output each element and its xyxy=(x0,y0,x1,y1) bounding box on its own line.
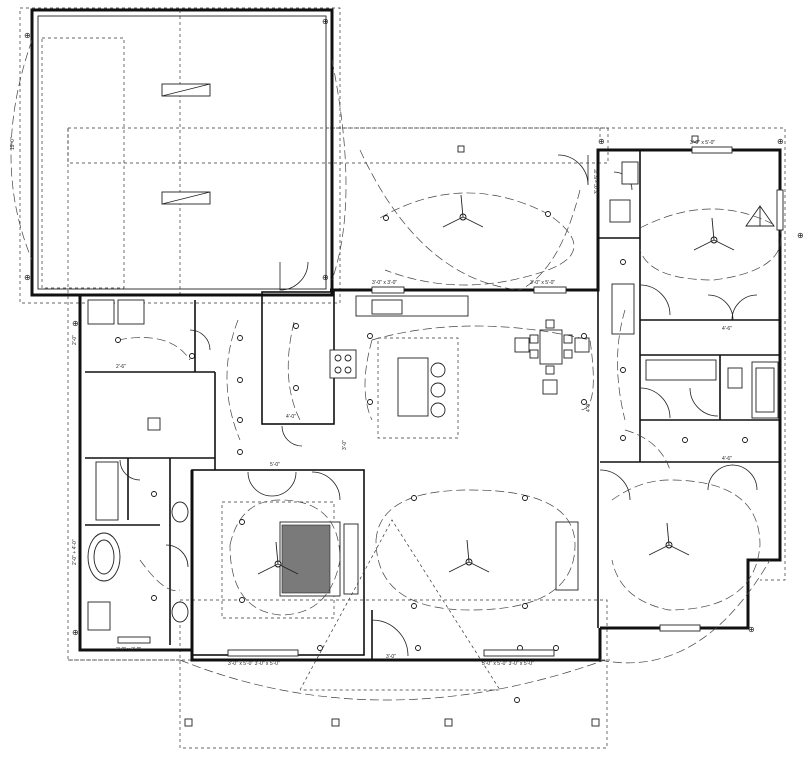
window-dimension: 3'-0" x 5'-0" 3'-0" x 5'-0" xyxy=(482,661,534,667)
range xyxy=(329,349,357,379)
linen-closet xyxy=(611,283,635,335)
svg-text:⊕: ⊕ xyxy=(322,17,329,26)
window-dimension: 3'-0" x 5'-0" xyxy=(594,169,600,194)
kitchen-sink xyxy=(371,299,403,315)
svg-text:⊕: ⊕ xyxy=(598,137,605,146)
svg-text:⊕: ⊕ xyxy=(797,231,804,240)
fan-icon xyxy=(448,539,490,573)
shower xyxy=(95,461,119,521)
pantry-dimension: 4'-0" xyxy=(286,414,296,420)
dimension-labels: 3'-0" x 3'-0" 3'-0" x 5'-0" 3'-0" x 5'-0… xyxy=(72,140,732,667)
svg-text:⊕: ⊕ xyxy=(72,628,79,637)
window-dimension: 3'-0" x 5'-0" 3'-0" x 5'-0" xyxy=(228,661,280,667)
closet-dimension: 4'-6" xyxy=(722,326,732,332)
garage-dimension: 19'-0" xyxy=(10,137,16,150)
shelf-dimension: 2'-6" xyxy=(116,364,126,370)
bar-stool xyxy=(430,402,446,418)
window-dimension: 3'-0" x 3'-0" xyxy=(116,647,141,653)
ceiling-fans xyxy=(257,194,735,575)
windows xyxy=(117,146,784,657)
fan-icon xyxy=(648,522,690,556)
sink xyxy=(171,601,189,623)
exterior-walls xyxy=(78,148,782,662)
wall-dimension: 2'-0" xyxy=(72,335,78,345)
fixtures xyxy=(87,161,779,631)
opening-dimension: 5'-0" xyxy=(270,462,280,468)
washer xyxy=(87,299,115,325)
doors xyxy=(119,154,758,657)
dining-table xyxy=(539,329,563,365)
toilet xyxy=(621,161,639,185)
sink xyxy=(171,501,189,523)
bar-stool xyxy=(430,382,446,398)
bar-stool xyxy=(430,362,446,378)
window-dimension: 3'-0" x 5'-0" xyxy=(530,280,555,286)
fan-icon xyxy=(442,194,484,228)
svg-text:⊕: ⊕ xyxy=(24,273,31,282)
electrical-circuits xyxy=(117,149,782,701)
porch-posts xyxy=(184,135,699,727)
kitchen-island xyxy=(397,357,429,417)
window-dimension: 3'-0" x 5'-0" xyxy=(690,140,715,146)
fan-icon xyxy=(257,541,299,575)
wall-dimension: 2'-0" + 4'-0" xyxy=(72,539,78,565)
svg-text:⊕: ⊕ xyxy=(24,31,31,40)
closet-dimension: 4'-6" xyxy=(722,456,732,462)
dryer xyxy=(117,299,145,325)
headboard xyxy=(343,523,359,595)
window-dimension: 3'-0" x 3'-0" xyxy=(372,280,397,286)
svg-text:⊕: ⊕ xyxy=(72,319,79,328)
fan-icon xyxy=(693,217,735,251)
toilet xyxy=(87,601,111,631)
svg-text:⊕: ⊕ xyxy=(322,273,329,282)
floor-drain xyxy=(147,417,161,431)
toilet xyxy=(727,367,743,389)
svg-text:⊕: ⊕ xyxy=(777,137,784,146)
door-dimension: 3'-0" xyxy=(386,654,396,660)
recessed-lights xyxy=(115,211,748,703)
svg-text:⊕: ⊕ xyxy=(748,625,755,634)
corner-marks: ⊕ ⊕ ⊕ ⊕ ⊕ ⊕ ⊕ ⊕ ⊕ ⊕ xyxy=(24,17,804,637)
opening-dimension: 3'-0" xyxy=(342,440,348,450)
tv-console xyxy=(555,521,579,591)
wall-dimension: 4'-0" xyxy=(586,402,592,412)
garage: 19'-0" xyxy=(10,8,347,297)
sink xyxy=(609,199,631,223)
